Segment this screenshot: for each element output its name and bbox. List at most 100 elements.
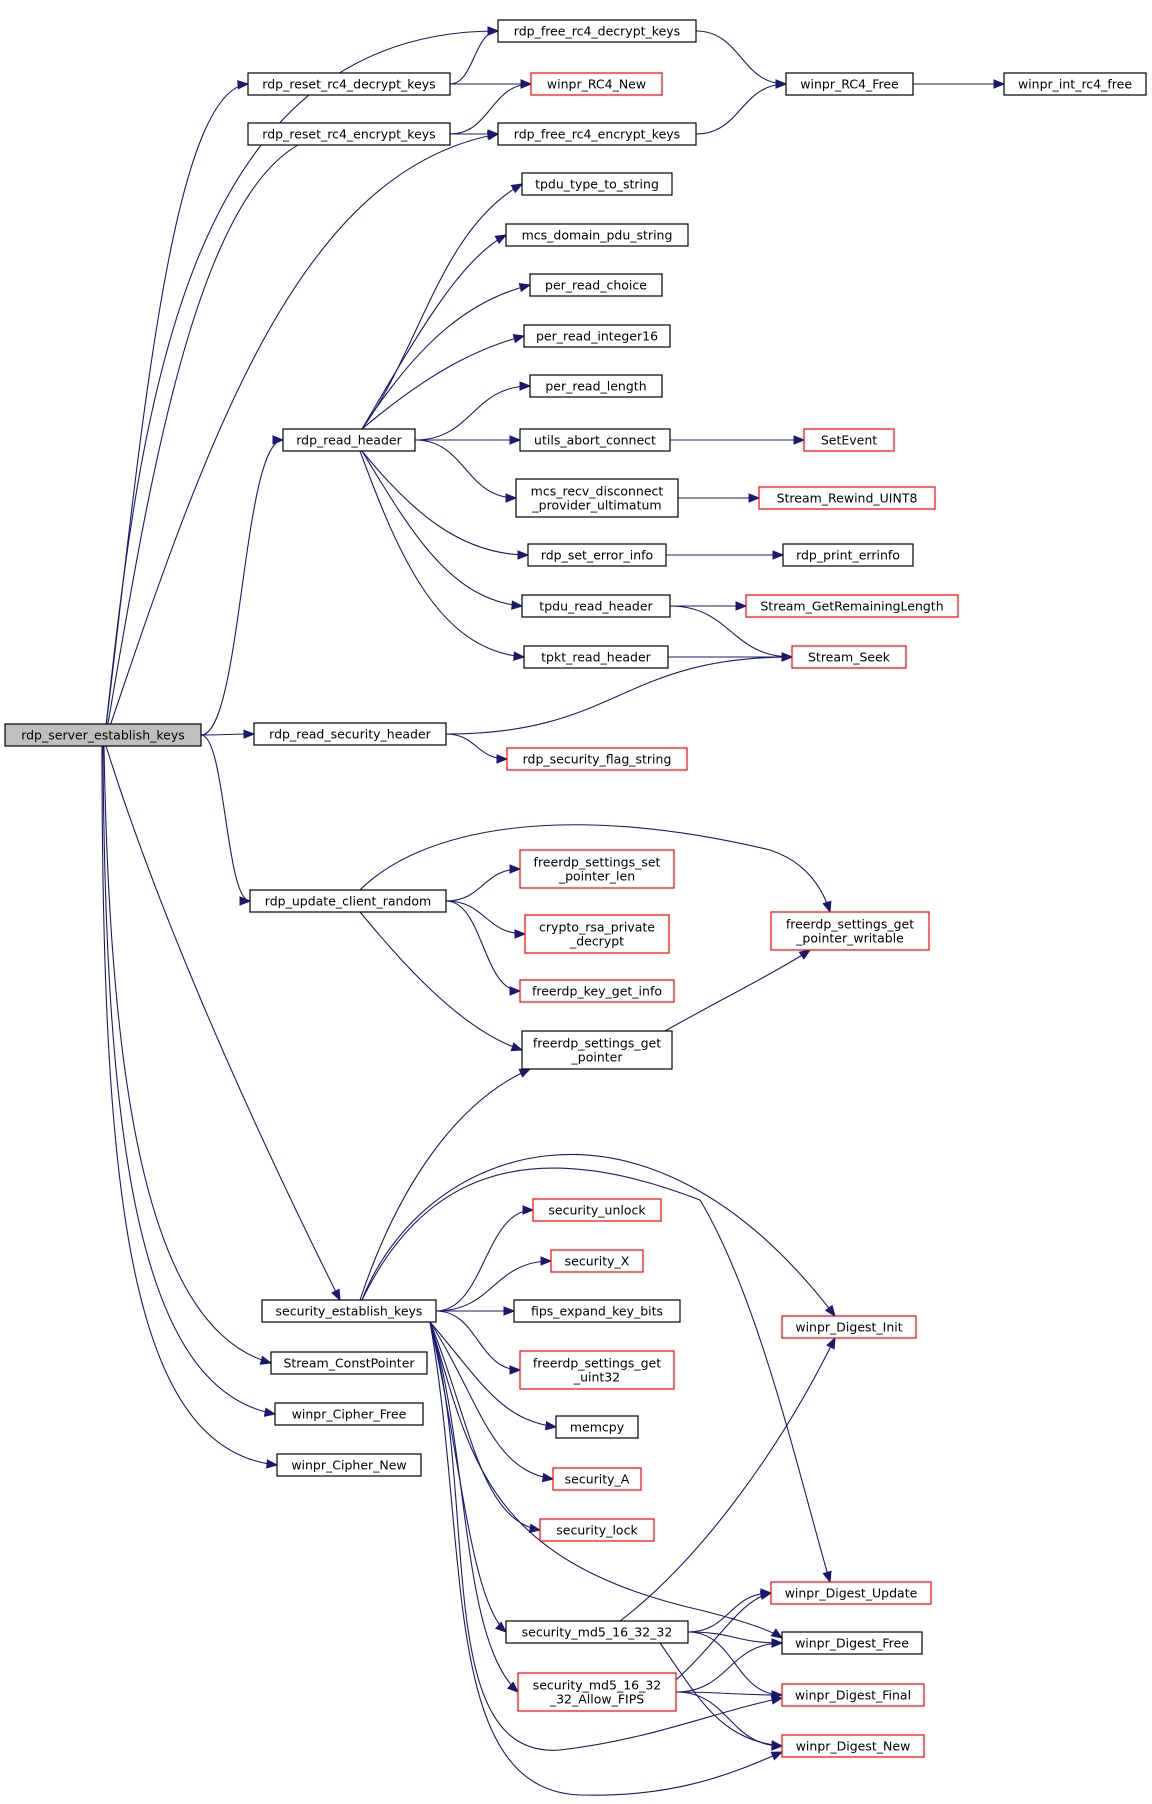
node-set-error[interactable]: rdp_set_error_info [527,543,667,567]
node-rc4-free[interactable]: winpr_RC4_Free [785,72,914,96]
node-read-header[interactable]: rdp_read_header [282,428,416,452]
node-cipher-new[interactable]: winpr_Cipher_New [276,1453,422,1477]
node-label: tpdu_read_header [539,599,653,614]
node-sec-unlock[interactable]: security_unlock [532,1198,662,1222]
arrowhead [771,1741,784,1751]
node-label: _pointer_len [558,869,635,884]
edge-update-rand-to-key-info [445,900,521,992]
node-label: _provider_ultimatum [531,498,661,513]
node-per-length[interactable]: per_read_length [529,374,663,398]
node-box [497,122,697,146]
arrowhead [509,435,522,445]
node-root[interactable]: rdp_server_establish_keys [4,723,202,747]
node-seek[interactable]: Stream_Seek [791,645,907,669]
edge-sec-est-to-sec-x [435,1260,552,1312]
node-label: crypto_rsa_private [539,920,655,935]
arrowhead [509,1365,522,1375]
node-rsa-dec[interactable]: crypto_rsa_private_decrypt [524,914,670,954]
node-tpkt-read[interactable]: tpkt_read_header [523,645,669,669]
node-digest-update[interactable]: winpr_Digest_Update [770,1581,932,1605]
node-label: security_md5_16_32 [533,1678,662,1693]
node-box [555,1415,639,1439]
node-digest-new[interactable]: winpr_Digest_New [781,1734,925,1758]
node-sec-a[interactable]: security_A [552,1467,642,1491]
edge-layer [101,26,1006,1796]
node-per-int16[interactable]: per_read_integer16 [523,324,671,348]
node-box [517,1672,677,1712]
node-get-ptr-w[interactable]: freerdp_settings_get_pointer_writable [770,911,930,951]
arrowhead [263,1407,277,1417]
node-label: security_lock [556,1523,638,1538]
node-box [261,1299,437,1323]
node-box [513,1299,681,1323]
node-remaining[interactable]: Stream_GetRemainingLength [745,594,959,618]
node-reset-enc[interactable]: rdp_reset_rc4_encrypt_keys [247,122,451,146]
node-print-err[interactable]: rdp_print_errinfo [782,543,914,567]
node-mcs-recv[interactable]: mcs_recv_disconnect_provider_ultimatum [515,478,679,518]
node-digest-final[interactable]: winpr_Digest_Final [781,1683,925,1707]
node-rc4-new[interactable]: winpr_RC4_New [530,72,663,96]
node-sec-flag[interactable]: rdp_security_flag_string [506,747,688,771]
edge-root-to-cipher-new [101,745,278,1466]
node-set-event[interactable]: SetEvent [803,428,895,452]
edge-md5-fips-to-digest-update [675,1592,772,1681]
node-free-dec[interactable]: rdp_free_rc4_decrypt_keys [497,19,697,43]
node-digest-init[interactable]: winpr_Digest_Init [781,1315,917,1339]
node-sec-lock[interactable]: security_lock [539,1518,655,1542]
node-label: winpr_int_rc4_free [1018,77,1132,92]
node-memcpy[interactable]: memcpy [555,1415,639,1439]
arrowhead [514,929,527,939]
node-box [506,747,688,771]
node-label: rdp_reset_rc4_decrypt_keys [262,77,435,92]
node-free-enc[interactable]: rdp_free_rc4_encrypt_keys [497,122,697,146]
node-key-info[interactable]: freerdp_key_get_info [519,979,675,1003]
node-rewind[interactable]: Stream_Rewind_UINT8 [758,486,936,510]
node-box [253,722,447,746]
node-box [527,543,667,567]
node-const-ptr[interactable]: Stream_ConstPointer [270,1351,428,1375]
node-int-rc4-free[interactable]: winpr_int_rc4_free [1003,72,1147,96]
arrowhead [748,493,761,503]
node-utils-abort[interactable]: utils_abort_connect [519,428,671,452]
edge-read-header-to-tpdu-type [361,183,523,430]
node-cipher-free[interactable]: winpr_Cipher_Free [274,1402,424,1426]
node-sec-x[interactable]: security_X [550,1249,644,1273]
node-box [519,428,671,452]
node-md5-fips[interactable]: security_md5_16_32_32_Allow_FIPS [517,1672,677,1712]
node-get-uint32[interactable]: freerdp_settings_get_uint32 [519,1350,675,1390]
node-mcs-domain[interactable]: mcs_domain_pdu_string [505,223,689,247]
arrowhead [243,729,256,739]
node-get-ptr[interactable]: freerdp_settings_get_pointer [521,1030,673,1070]
node-box [519,849,675,889]
arrowhead [510,1042,524,1052]
edge-get-ptr-to-get-ptr-w [664,949,811,1032]
node-reset-dec[interactable]: rdp_reset_rc4_decrypt_keys [247,72,451,96]
node-box [791,645,907,669]
arrowhead [770,1628,784,1639]
node-md5[interactable]: security_md5_16_32_32 [505,1620,689,1644]
node-box [529,273,663,297]
node-update-rand[interactable]: rdp_update_client_random [249,889,447,913]
node-per-choice[interactable]: per_read_choice [529,273,663,297]
arrowhead [495,1621,508,1633]
node-read-sec[interactable]: rdp_read_security_header [253,722,447,746]
edge-sec-est-to-digest-update [361,1167,831,1583]
node-box [532,1198,662,1222]
node-fips[interactable]: fips_expand_key_bits [513,1299,681,1323]
arrowhead [494,234,508,245]
node-label: winpr_Digest_Init [795,1320,902,1335]
node-tpdu-type[interactable]: tpdu_type_to_string [521,172,673,196]
edge-read-header-to-mcs-domain [361,234,507,430]
node-tpdu-read[interactable]: tpdu_read_header [521,594,671,618]
node-sec-est[interactable]: security_establish_keys [261,1299,437,1323]
arrowhead [272,435,285,445]
edge-sec-est-to-digest-final [429,1321,783,1751]
edge-read-sec-to-seek [445,656,793,735]
arrowhead [528,1523,542,1533]
edge-sec-est-to-digest-new [429,1321,783,1796]
arrowhead [520,79,533,89]
node-set-ptr-len[interactable]: freerdp_settings_set_pointer_len [519,849,675,889]
node-digest-free[interactable]: winpr_Digest_Free [781,1631,923,1655]
node-box [274,1402,424,1426]
edge-read-header-to-tpdu-read [361,450,523,607]
